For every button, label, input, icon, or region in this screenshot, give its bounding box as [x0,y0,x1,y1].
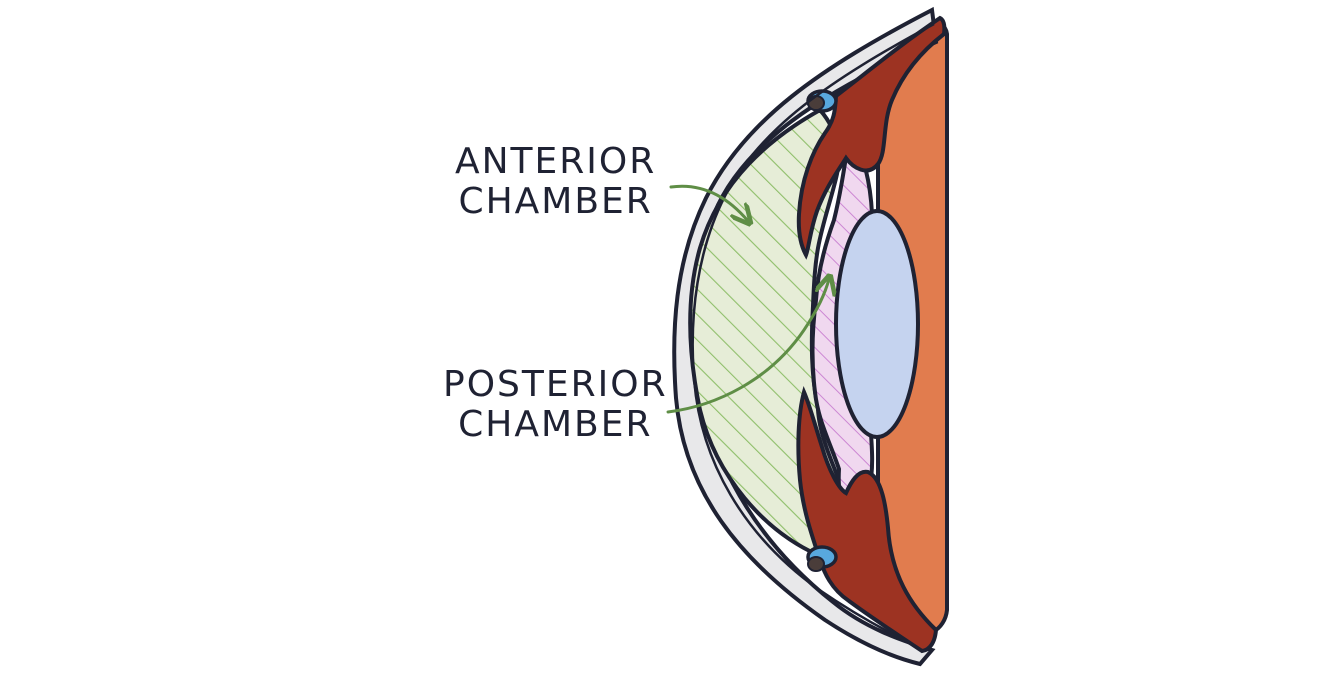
posterior-chamber-label: POSTERIOR CHAMBER [443,365,668,445]
posterior-label-line1: POSTERIOR [443,364,668,405]
anterior-arrow-icon [669,184,748,221]
upper-iris [796,15,947,260]
anterior-chamber-label: ANTERIOR CHAMBER [455,142,656,222]
anterior-label-line2: CHAMBER [458,181,653,222]
posterior-arrow-icon [666,279,829,414]
canal-top [806,89,838,113]
anterior-label-line1: ANTERIOR [455,141,657,182]
inner-outline [691,22,935,645]
lower-iris [796,385,939,654]
posterior-label-line2: CHAMBER [458,404,653,445]
lens [834,209,920,439]
canal-bottom [806,545,838,572]
